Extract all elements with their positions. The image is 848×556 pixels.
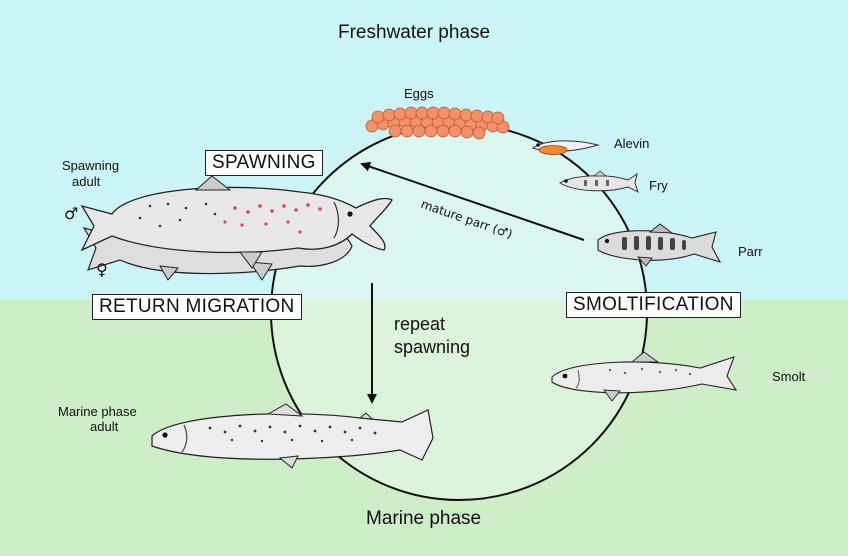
spawning-adult-label-line1: Spawning bbox=[62, 158, 119, 174]
male-symbol: ♂ bbox=[64, 204, 78, 223]
spawning-process-box: SPAWNING bbox=[205, 150, 323, 176]
parr-label: Parr bbox=[738, 244, 763, 260]
repeat-spawning-label-line1: repeat bbox=[394, 314, 445, 335]
marine-adult-label-line1: Marine phase bbox=[58, 404, 137, 420]
spawning-adult-label-line2: adult bbox=[72, 174, 100, 190]
repeat-spawning-label-line2: spawning bbox=[394, 337, 470, 358]
return-migration-process-box: RETURN MIGRATION bbox=[92, 294, 302, 320]
freshwater-phase-label: Freshwater phase bbox=[338, 22, 490, 44]
marine-adult-label-line2: adult bbox=[90, 419, 118, 435]
alevin-label: Alevin bbox=[614, 136, 649, 152]
marine-phase-label: Marine phase bbox=[366, 508, 481, 530]
female-symbol: ♀ bbox=[96, 260, 108, 279]
smolt-label: Smolt bbox=[772, 369, 805, 385]
smoltification-process-box: SMOLTIFICATION bbox=[566, 292, 741, 318]
fry-label: Fry bbox=[649, 178, 668, 194]
eggs-label: Eggs bbox=[404, 86, 434, 102]
